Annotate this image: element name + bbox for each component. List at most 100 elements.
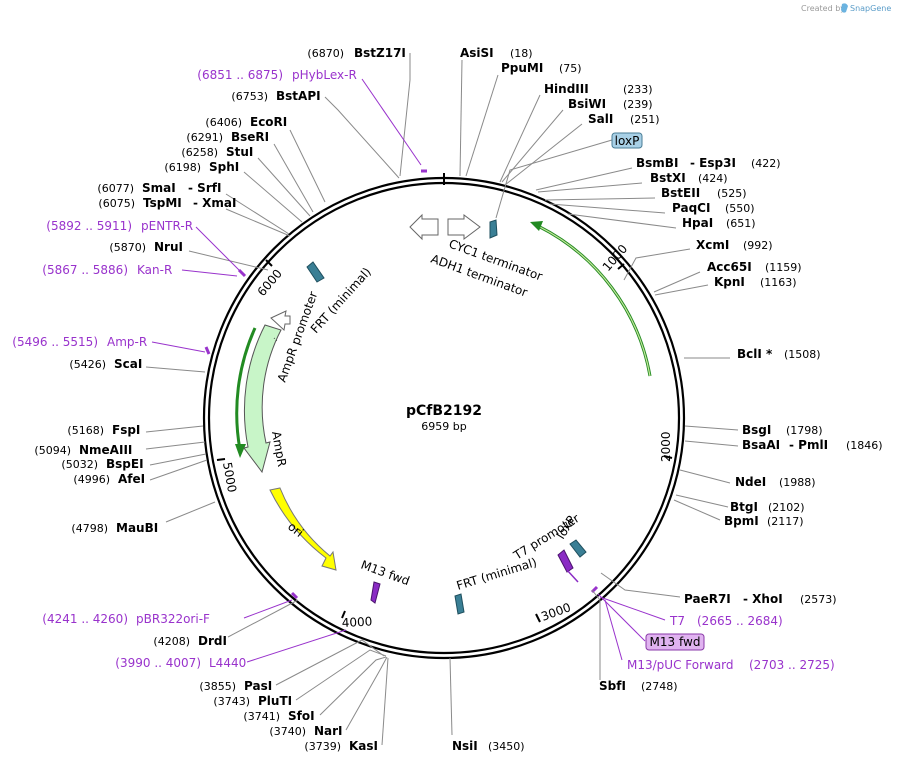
loxp-mark-top xyxy=(489,219,498,239)
cyc1-terminator-arrow xyxy=(447,214,481,240)
site-name2-paer7i: - XhoI xyxy=(743,592,783,606)
site-pos-afei: (4996) xyxy=(73,473,110,486)
site-name-sfoi: SfoI xyxy=(288,709,315,723)
leader-fspi xyxy=(145,425,204,433)
leader-sbfi xyxy=(591,589,601,680)
orf-arc-right xyxy=(537,224,652,377)
primer-leader-kan-r xyxy=(181,269,238,277)
primer-name-m13-puc-fwd: M13/pUC Forward xyxy=(627,658,734,672)
leader-bstxi xyxy=(537,182,643,193)
site-name-sbfi: SbfI xyxy=(599,679,626,693)
orf-arrowhead-right xyxy=(530,221,543,231)
site-name-sali: SalI xyxy=(588,112,613,126)
m13fwd-mark xyxy=(370,581,381,604)
tick-1000 xyxy=(617,263,625,270)
tick-5000 xyxy=(216,458,226,461)
site-pos-ecori: (6406) xyxy=(205,116,242,129)
loxp-box[interactable]: loxP xyxy=(611,132,643,149)
site-pos-bsaai: (1846) xyxy=(846,439,883,452)
site-name2-tspmi: - XmaI xyxy=(193,196,237,210)
site-name-nrui: NruI xyxy=(154,240,183,254)
leader-hpai xyxy=(567,213,677,229)
site-pos-sphi: (6198) xyxy=(164,161,201,174)
primer-mark-pbr322ori-f xyxy=(290,591,299,600)
leader-bstapi xyxy=(324,96,400,179)
leader-sali xyxy=(504,123,583,186)
primer-mark-amp-r xyxy=(204,346,211,355)
leader-bsteii xyxy=(544,197,656,201)
primer-name-kan-r: Kan-R xyxy=(137,263,172,277)
tick-6000 xyxy=(265,259,273,267)
primer-leader-l4440 xyxy=(246,629,347,663)
brand-text: SnapGene xyxy=(850,4,891,13)
primer-leader-pentr-r xyxy=(195,226,242,273)
primer-leader-t7 xyxy=(599,596,666,621)
tick-2000 xyxy=(663,455,673,459)
site-name-bstz17i: BstZ17I xyxy=(354,46,406,60)
site-name-pluti: PluTI xyxy=(258,694,292,708)
site-name-fspi: FspI xyxy=(112,423,140,437)
leader-paqci xyxy=(549,203,666,214)
primer-leader-amp-r xyxy=(151,341,206,353)
primer-range-phyblex-r: (6851 .. 6875) xyxy=(197,68,283,82)
site-pos-smai: (6077) xyxy=(97,182,134,195)
leader-bpmi xyxy=(673,499,721,521)
site-pos-sali: (251) xyxy=(630,113,660,126)
leader-nsii xyxy=(449,657,453,736)
ori-arrow xyxy=(269,487,337,571)
leader-nari xyxy=(345,656,388,731)
site-pos-scai: (5426) xyxy=(69,358,106,371)
site-pos-paqci: (550) xyxy=(725,202,755,215)
primer-range-l4440: (3990 .. 4007) xyxy=(115,656,201,670)
tick-label-3000: 3000 xyxy=(539,600,572,624)
leader-bseri xyxy=(273,143,314,213)
site-name-ecori: EcoRI xyxy=(250,115,287,129)
primer-name-pbr322ori-f: pBR322ori-F xyxy=(136,612,210,626)
leader-maubi xyxy=(165,501,216,523)
leader-bsaai xyxy=(684,440,739,447)
leader-nrui xyxy=(188,250,269,271)
primer-labels: (6851 .. 6875) pHybLex-R (5892 .. 5911) … xyxy=(12,68,834,672)
leader-bstz17i xyxy=(399,53,411,177)
site-name-sphi: SphI xyxy=(209,160,239,174)
leader-smai xyxy=(225,193,290,235)
site-name-paqci: PaqCI xyxy=(672,201,710,215)
primer-name-pentr-r: pENTR-R xyxy=(141,219,193,233)
ampr-arrow xyxy=(243,324,282,474)
site-name-paer7i: PaeR7I xyxy=(684,592,731,606)
site-name2-smai: - SrfI xyxy=(188,181,221,195)
orf-arrowhead-left xyxy=(235,444,246,458)
site-name-nmeaiii: NmeAIII xyxy=(79,443,132,457)
ampr-promoter-arrow xyxy=(270,310,291,331)
leader-lines xyxy=(145,53,739,746)
frt-mark-top xyxy=(306,261,325,283)
primer-leader-m13fwd-box xyxy=(597,593,646,642)
frt-mark-bottom xyxy=(454,593,465,615)
leader-acc65i xyxy=(653,271,701,293)
primer-name-t7: T7 xyxy=(669,614,685,628)
site-pos-ppumi: (75) xyxy=(559,62,582,75)
leader-stui xyxy=(257,157,311,217)
site-name-afei: AfeI xyxy=(118,472,145,486)
tick-3000 xyxy=(535,613,541,623)
site-name2-bsmbi: - Esp3I xyxy=(690,156,736,170)
m13fwd-box[interactable]: M13 fwd xyxy=(645,633,705,651)
site-pos-bsmbi: (422) xyxy=(751,157,781,170)
site-pos-bstxi: (424) xyxy=(698,172,728,185)
leader-pasi xyxy=(275,639,385,686)
site-name-maubi: MauBI xyxy=(116,521,158,535)
plasmid-length: 6959 bp xyxy=(421,420,466,433)
leader-afei xyxy=(149,459,208,481)
site-pos-bpmi: (2117) xyxy=(767,515,804,528)
site-pos-acc65i: (1159) xyxy=(765,261,802,274)
primer-range-amp-r: (5496 .. 5515) xyxy=(12,335,98,349)
feature-label-frt-min-2: FRT (minimal) xyxy=(455,555,539,593)
m13fwd-box-rect xyxy=(645,633,705,651)
leader-pluti xyxy=(295,649,387,701)
leader-sphi xyxy=(243,171,303,223)
site-pos-pluti: (3743) xyxy=(213,695,250,708)
site-pos-sbfi: (2748) xyxy=(641,680,678,693)
site-name-xcmi: XcmI xyxy=(696,238,729,252)
primer-range-t7: (2665 .. 2684) xyxy=(697,614,783,628)
site-name-kasi: KasI xyxy=(349,739,378,753)
